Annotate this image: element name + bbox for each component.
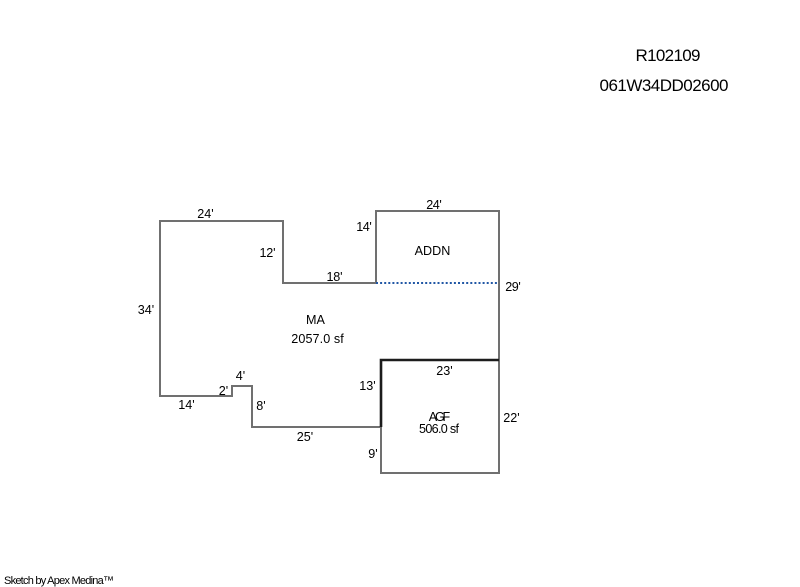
svg-text:14': 14' (178, 398, 194, 412)
svg-text:29': 29' (505, 280, 521, 294)
svg-text:R102109: R102109 (636, 46, 701, 65)
svg-text:8': 8' (256, 399, 265, 413)
svg-text:13': 13' (359, 379, 375, 393)
svg-text:25': 25' (297, 430, 313, 444)
svg-text:2057.0 sf: 2057.0 sf (291, 332, 344, 346)
svg-text:24': 24' (426, 198, 442, 212)
svg-text:23': 23' (436, 364, 452, 378)
svg-text:AGF: AGF (429, 410, 451, 424)
svg-text:506.0 sf: 506.0 sf (419, 422, 460, 436)
svg-text:18': 18' (327, 270, 343, 284)
svg-text:9': 9' (368, 447, 377, 461)
svg-text:061W34DD02600: 061W34DD02600 (600, 76, 729, 95)
svg-text:12': 12' (260, 246, 276, 260)
svg-text:MA: MA (306, 313, 325, 327)
svg-text:ADDN: ADDN (415, 244, 451, 258)
svg-text:34': 34' (138, 303, 154, 317)
svg-text:Sketch by Apex Medina™: Sketch by Apex Medina™ (4, 575, 114, 587)
svg-text:4': 4' (236, 369, 245, 383)
svg-text:22': 22' (503, 411, 519, 425)
svg-text:24': 24' (197, 207, 213, 221)
svg-text:14': 14' (356, 220, 372, 234)
svg-text:2': 2' (219, 384, 228, 398)
